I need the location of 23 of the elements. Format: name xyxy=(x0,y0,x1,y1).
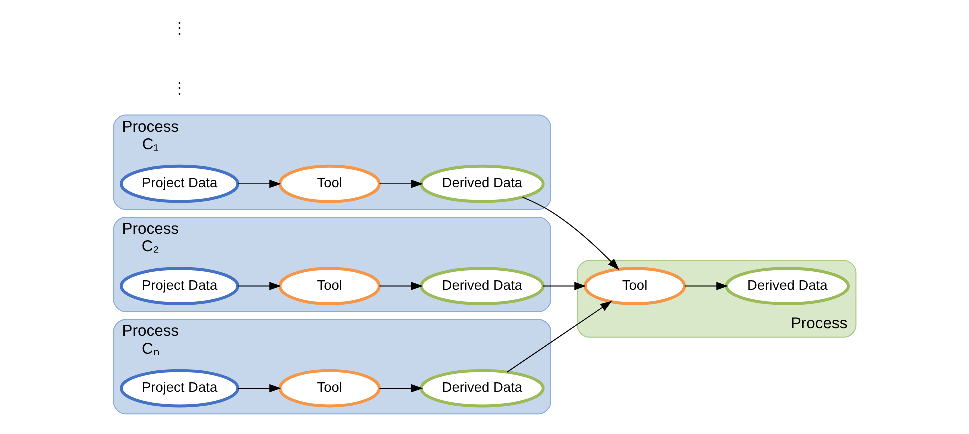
node-ellipse: Derived Data xyxy=(420,164,544,204)
node-ellipse: Project Data xyxy=(120,164,240,204)
node-ellipse: Tool xyxy=(583,267,686,306)
arrow xyxy=(506,301,612,373)
node-ellipse: Derived Data xyxy=(420,267,544,306)
arrow xyxy=(237,180,281,188)
node-ellipse: Project Data xyxy=(120,267,240,306)
node-ellipse: Project Data xyxy=(120,369,240,408)
node-ellipse: Tool xyxy=(278,267,380,306)
arrow xyxy=(237,384,281,393)
label: ⋮ xyxy=(171,20,188,38)
arrow xyxy=(542,282,586,290)
node-ellipse: Tool xyxy=(278,164,380,204)
arrow xyxy=(237,282,281,290)
node-ellipse: Derived Data xyxy=(724,267,850,306)
arrow xyxy=(684,282,728,290)
node-ellipse: Tool xyxy=(278,369,380,408)
arrow xyxy=(378,384,423,393)
arrow xyxy=(378,282,423,290)
node-ellipse: Derived Data xyxy=(420,369,544,408)
label: ⋮ xyxy=(171,80,188,98)
arrow xyxy=(378,180,423,188)
arrow xyxy=(522,196,620,270)
